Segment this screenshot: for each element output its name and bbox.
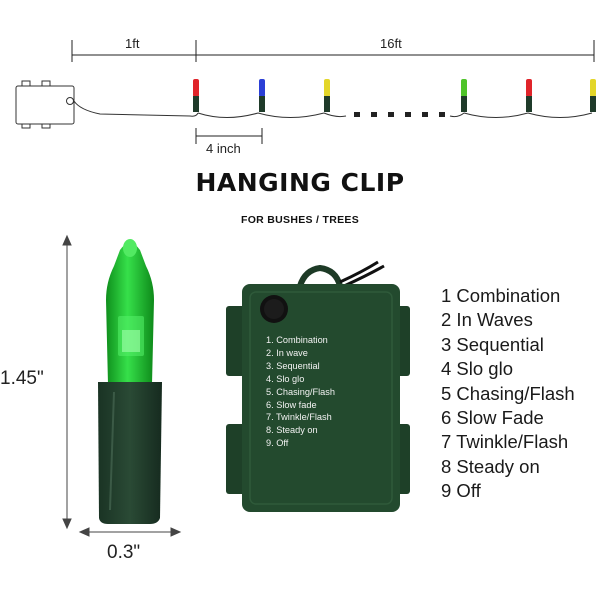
- mode-item: 6 Slow Fade: [441, 407, 544, 429]
- mode-item: 8 Steady on: [441, 455, 540, 477]
- mode-item: 4 Slo glo: [441, 358, 513, 380]
- box-mode-item: 4. Slo glo: [266, 373, 305, 384]
- mode-item: 2 In Waves: [441, 309, 533, 331]
- mode-item: 1 Combination: [441, 285, 561, 306]
- top-dimension-lines: [71, 40, 595, 144]
- light-string-icon: [73, 100, 593, 118]
- box-mode-item: 6. Slow fade: [266, 399, 317, 410]
- battery-box-icon: [15, 80, 75, 129]
- bulb-height-dimension: [62, 234, 72, 530]
- bulb-green: [461, 79, 467, 112]
- bulb-red-1: [193, 79, 199, 112]
- page-title: HANGING CLIP: [195, 168, 405, 197]
- mode-item: 9 Off: [441, 480, 481, 502]
- string-bulbs: [193, 79, 596, 112]
- power-button-icon: [260, 295, 288, 323]
- bulb-yellow-2: [590, 79, 596, 112]
- battery-box-large: [226, 260, 410, 512]
- bulb-height-label: 1.45": [0, 368, 44, 389]
- box-mode-item: 5. Chasing/Flash: [266, 386, 335, 397]
- box-mode-item: 2. In wave: [266, 347, 308, 358]
- page-subtitle: FOR BUSHES / TREES: [241, 214, 359, 226]
- box-mode-item: 3. Sequential: [266, 360, 320, 371]
- green-bulb-icon: [98, 239, 162, 524]
- mode-item: 3 Sequential: [441, 333, 544, 355]
- box-mode-item: 9. Off: [266, 438, 289, 449]
- box-mode-item: 8. Steady on: [266, 425, 318, 436]
- bulb-spacing-label: 4 inch: [206, 141, 241, 156]
- bulb-width-dimension: [78, 527, 182, 537]
- box-mode-item: 7. Twinkle/Flash: [266, 412, 332, 423]
- bulb-yellow-1: [324, 79, 330, 112]
- bulb-width-label: 0.3": [107, 542, 141, 563]
- bulb-red-2: [526, 79, 532, 112]
- lead-length-label: 1ft: [125, 36, 140, 51]
- mode-item: 5 Chasing/Flash: [441, 382, 575, 404]
- string-length-label: 16ft: [380, 36, 402, 51]
- battery-box-mode-list: 1. Combination 2. In wave 3. Sequential …: [266, 334, 335, 450]
- mode-list: 1 Combination 2 In Waves 3 Sequential 4 …: [441, 284, 575, 504]
- box-mode-item: 1. Combination: [266, 335, 328, 345]
- mode-item: 7 Twinkle/Flash: [441, 431, 569, 453]
- bulb-blue: [259, 79, 265, 112]
